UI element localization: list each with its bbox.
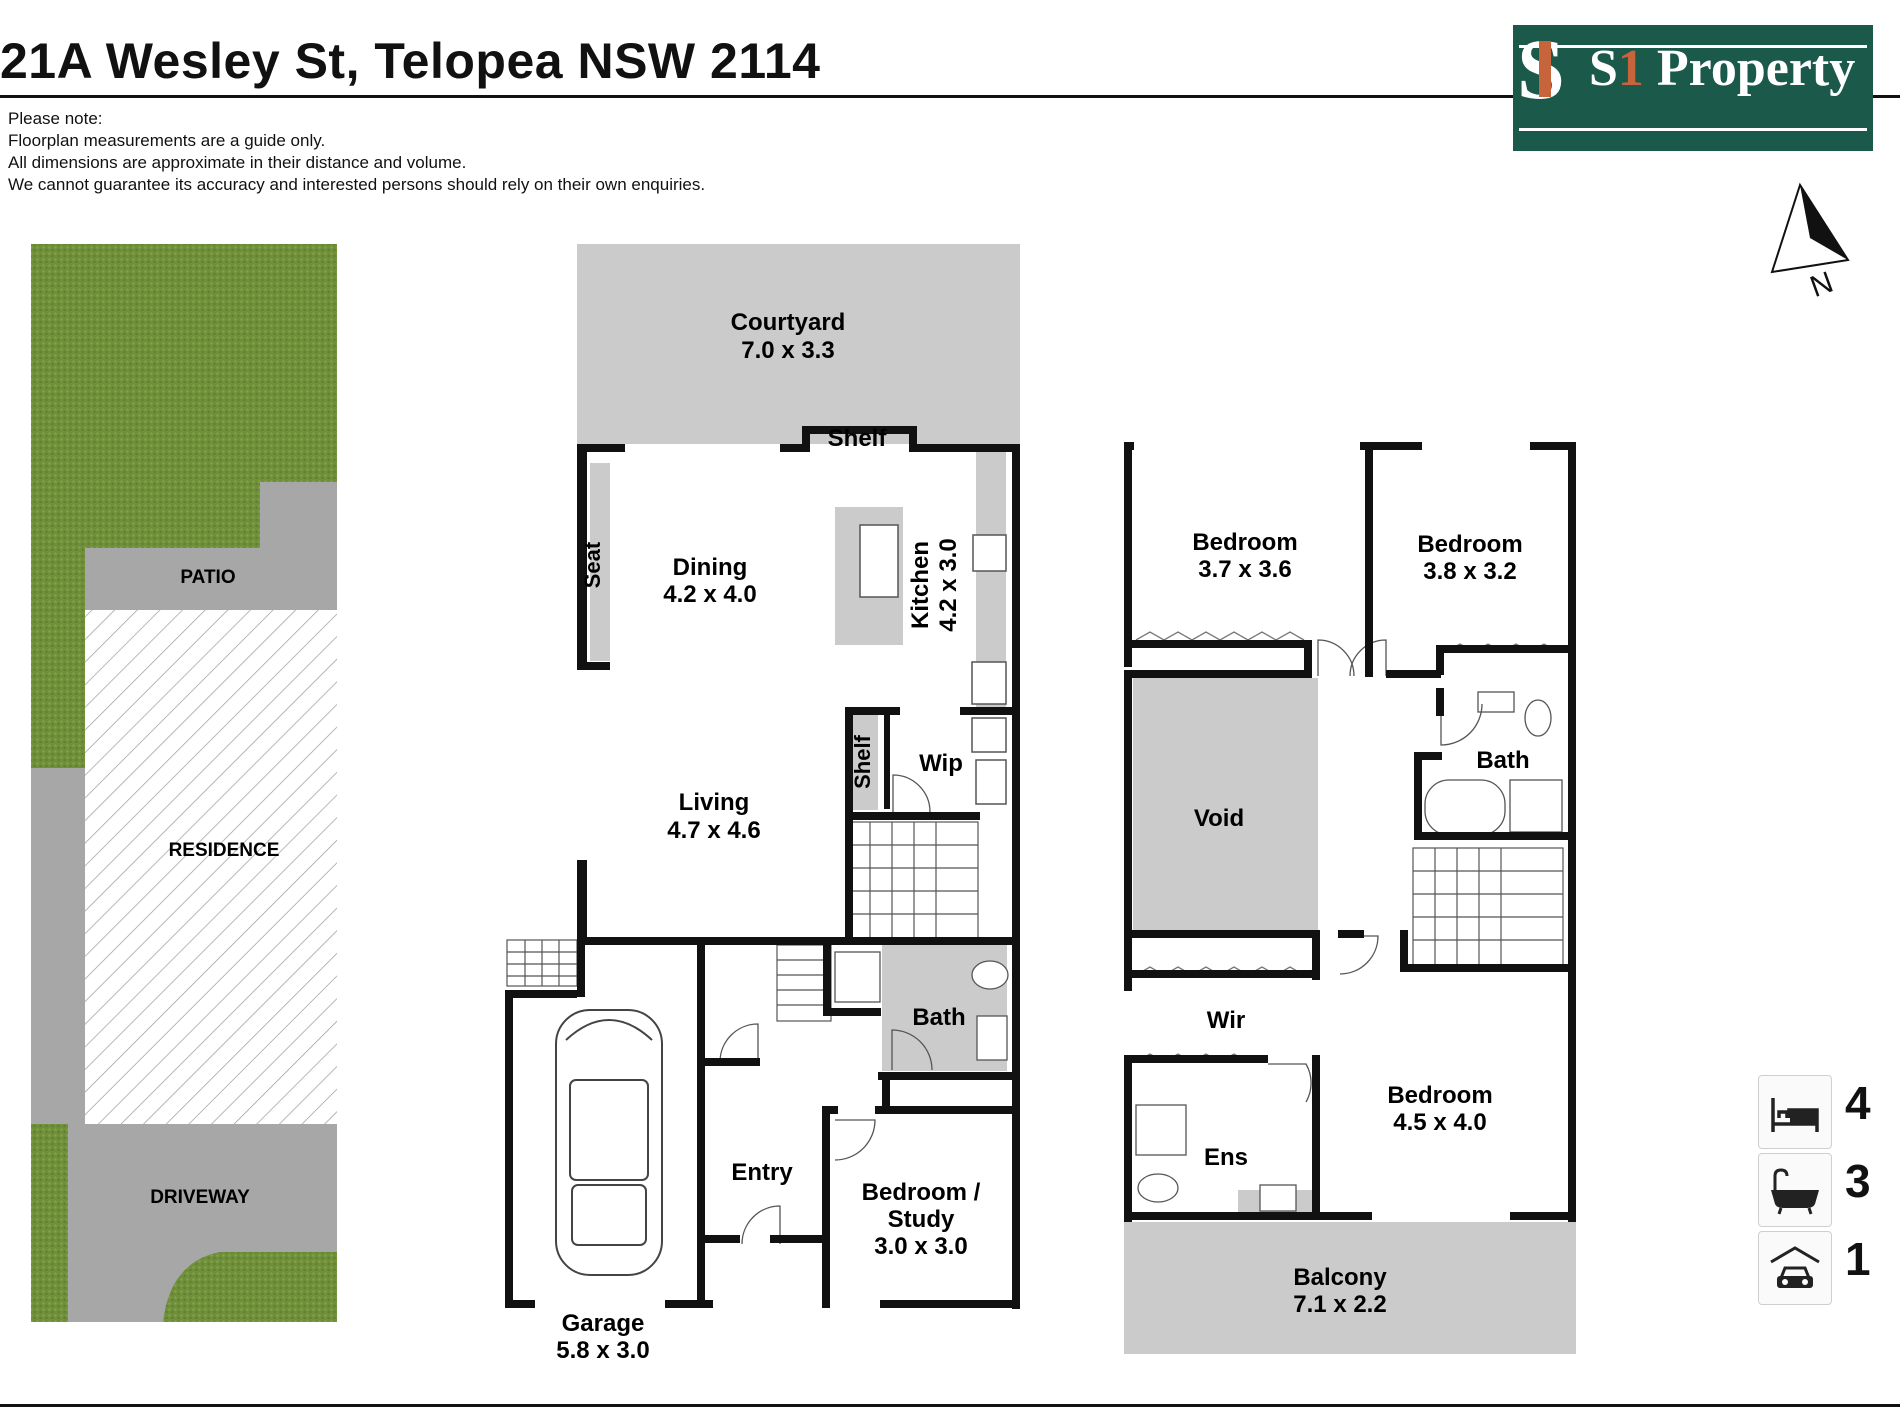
garage-count-badge [1758, 1231, 1832, 1305]
logo-frame [1519, 45, 1867, 131]
note-line: All dimensions are approximate in their … [8, 153, 467, 172]
room-bedroom-study-line2: Study [888, 1206, 955, 1233]
bed-icon [1771, 1098, 1819, 1132]
room-dining-name: Dining [673, 554, 748, 581]
bedroom-count: 4 [1845, 1077, 1871, 1129]
room-garage-name: Garage [562, 1310, 645, 1337]
room-wir: Wir [1207, 1007, 1245, 1034]
room-bedroom3-size: 4.5 x 4.0 [1393, 1109, 1486, 1136]
site-label-driveway: DRIVEWAY [150, 1187, 250, 1208]
note-line: Please note: [8, 109, 103, 128]
room-bedroom-study-line1: Bedroom / [862, 1179, 981, 1206]
room-garage-size: 5.8 x 3.0 [556, 1337, 649, 1364]
site-label-patio: PATIO [180, 567, 235, 588]
room-wip: Wip [919, 750, 963, 777]
room-bath-upper: Bath [1476, 747, 1529, 774]
garage-count: 1 [1845, 1233, 1871, 1285]
label-shelf-side: Shelf [850, 734, 875, 788]
upper-floor-plan: Bedroom 3.7 x 3.6 Bedroom 3.8 x 3.2 Void… [1124, 442, 1576, 1354]
note-line: We cannot guarantee its accuracy and int… [8, 175, 706, 194]
room-bedroom-study-size: 3.0 x 3.0 [874, 1233, 967, 1260]
room-void: Void [1194, 805, 1244, 832]
room-kitchen-size: 4.2 x 3.0 [935, 538, 962, 631]
disclaimer-note: Please note: Floorplan measurements are … [8, 108, 705, 196]
bottom-divider [0, 1404, 1900, 1407]
logo-wordmark-s: S [1589, 40, 1618, 97]
note-line: Floorplan measurements are a guide only. [8, 131, 326, 150]
garage-car-icon [1770, 1246, 1820, 1288]
room-dining-size: 4.2 x 4.0 [663, 581, 756, 608]
room-bedroom3-name: Bedroom [1387, 1082, 1492, 1109]
room-living-size: 4.7 x 4.6 [667, 817, 760, 844]
property-address: 21A Wesley St, Telopea NSW 2114 [0, 33, 821, 89]
room-bedroom2-name: Bedroom [1417, 531, 1522, 558]
room-entry: Entry [731, 1159, 793, 1186]
site-plan: PATIO RESIDENCE DRIVEWAY [31, 244, 337, 1322]
room-courtyard-name: Courtyard [731, 309, 846, 336]
label-seat: Seat [580, 541, 605, 588]
bathtub-icon [1771, 1168, 1819, 1215]
s1-property-logo: S S1 Property [1513, 21, 1873, 151]
logo-wordmark-property: Property [1643, 40, 1856, 97]
room-bath-ground: Bath [912, 1004, 965, 1031]
room-bedroom2-size: 3.8 x 3.2 [1423, 558, 1516, 585]
logo-monogram: S [1517, 19, 1565, 119]
logo-wordmark: S1 Property [1589, 39, 1855, 98]
bedroom-count-badge [1758, 1075, 1832, 1149]
room-living-name: Living [679, 789, 750, 816]
room-kitchen-name: Kitchen [907, 541, 934, 629]
bathroom-count: 3 [1845, 1155, 1871, 1207]
room-courtyard-size: 7.0 x 3.3 [741, 337, 834, 364]
north-arrow-icon: N [1770, 182, 1850, 304]
room-ens: Ens [1204, 1144, 1248, 1171]
room-balcony-name: Balcony [1293, 1264, 1387, 1291]
logo-wordmark-one: 1 [1617, 40, 1644, 97]
compass-label: N [1806, 266, 1838, 304]
room-bedroom1-size: 3.7 x 3.6 [1198, 556, 1291, 583]
title-divider [0, 95, 1900, 98]
label-shelf-top: Shelf [828, 425, 888, 452]
site-label-residence: RESIDENCE [169, 840, 280, 861]
logo-accent-bar [1539, 41, 1551, 97]
room-balcony-size: 7.1 x 2.2 [1293, 1291, 1386, 1318]
room-bedroom1-name: Bedroom [1192, 529, 1297, 556]
ground-floor-plan: Courtyard 7.0 x 3.3 Shelf Seat Dining 4.… [505, 244, 1020, 1364]
bathroom-count-badge [1758, 1153, 1832, 1227]
